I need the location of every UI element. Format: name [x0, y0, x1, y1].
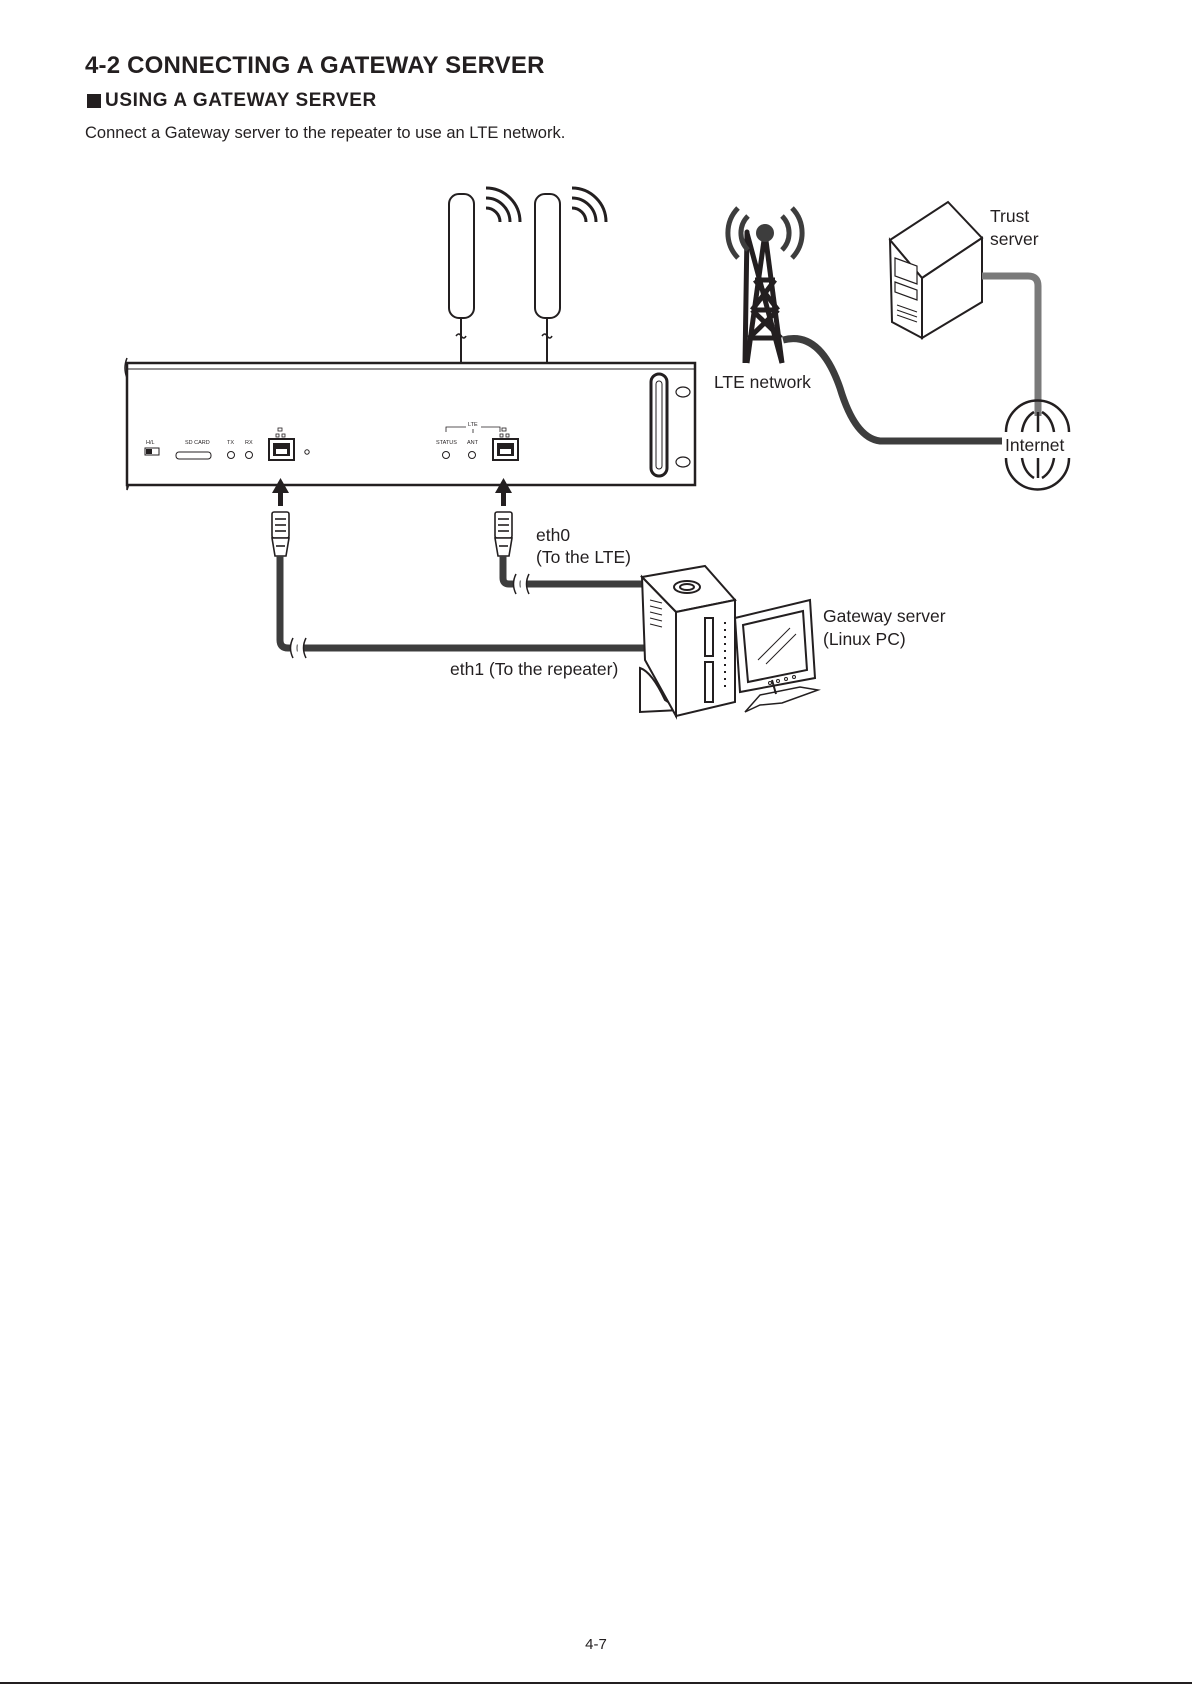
trust-server-label-line2: server	[990, 229, 1039, 249]
lte-cable	[783, 339, 1002, 441]
antenna-2	[535, 194, 560, 363]
eth0-label-line1: eth0	[536, 525, 570, 545]
gateway-server-label-line2: (Linux PC)	[823, 629, 906, 649]
lan-port-eth1	[269, 439, 294, 460]
rx-label: RX	[245, 440, 253, 446]
gateway-server-pc	[640, 566, 735, 716]
sd-card-label: SD CARD	[185, 440, 210, 446]
internet-label: Internet	[1005, 435, 1064, 455]
bottom-rule	[0, 1682, 1192, 1684]
eth0-label-line2: (To the LTE)	[536, 547, 631, 567]
repeater-front-panel: H/L SD CARD TX RX LTE STATUS ANT	[125, 358, 695, 490]
status-label: STATUS	[436, 440, 457, 446]
hl-switch-label: H/L	[146, 440, 155, 446]
rj45-plug-eth0	[495, 512, 512, 556]
page-number: 4-7	[0, 1636, 1192, 1653]
monitor	[735, 600, 818, 712]
tx-label: TX	[227, 440, 234, 446]
lte-network-label: LTE network	[714, 372, 811, 392]
gateway-server-label-line1: Gateway server	[823, 606, 946, 626]
trust-server	[890, 202, 982, 338]
eth1-cable	[280, 556, 645, 648]
lte-label: LTE	[468, 422, 478, 428]
trust-server-cable	[982, 276, 1038, 416]
radio-waves-icon	[486, 188, 520, 222]
ant-label: ANT	[467, 440, 479, 446]
rj45-plug-eth1	[272, 512, 289, 556]
tower-beacon	[756, 224, 774, 242]
trust-server-label-line1: Trust	[990, 206, 1029, 226]
antenna-1	[449, 194, 474, 363]
lan-port-eth0	[493, 439, 518, 460]
radio-waves-icon	[572, 188, 606, 222]
eth1-label: eth1 (To the repeater)	[450, 659, 618, 679]
lte-tower	[745, 232, 782, 363]
connection-diagram: H/L SD CARD TX RX LTE STATUS ANT	[0, 0, 1192, 760]
